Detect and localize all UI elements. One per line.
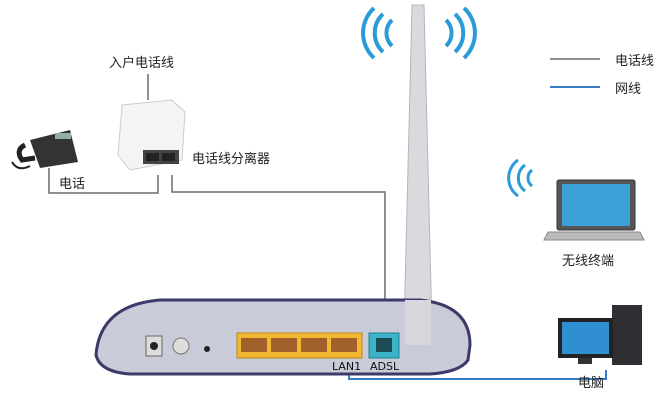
incoming-line-label: 入户电话线 — [109, 56, 175, 71]
telephone-icon — [11, 130, 78, 170]
laptop-wifi-icon — [507, 158, 534, 198]
desktop-computer-icon — [558, 305, 642, 365]
splitter-to-adsl-line — [171, 175, 386, 336]
splitter-label: 电话线分离器 — [192, 152, 271, 167]
wireless-terminal-label: 无线终端 — [562, 254, 615, 269]
legend-network-cable-label: 网线 — [615, 82, 642, 97]
adsl-port-label: ADSL — [370, 360, 400, 373]
adsl-port — [368, 332, 400, 359]
laptop-icon — [543, 179, 645, 241]
wifi-signal-icon — [361, 6, 477, 60]
phone-label: 电话 — [59, 177, 86, 192]
router-antenna — [403, 4, 433, 331]
adsl-router — [94, 298, 472, 376]
computer-label: 电脑 — [578, 376, 605, 391]
lan1-port-label: LAN1 — [332, 360, 362, 373]
phone-line-splitter — [117, 99, 186, 171]
phone-to-splitter-line — [48, 168, 159, 194]
legend-phone-line-label: 电话线 — [615, 54, 655, 69]
